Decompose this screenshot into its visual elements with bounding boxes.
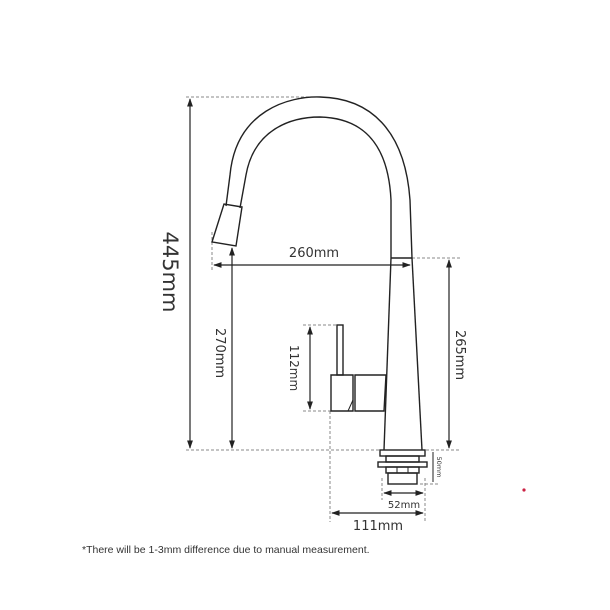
label-260mm: 260mm: [289, 246, 339, 261]
dimension-50mm: 50mm: [432, 452, 443, 482]
label-445mm: 445mm: [158, 232, 182, 313]
label-50mm: 50mm: [435, 457, 443, 478]
marker-dot: [522, 488, 526, 492]
dimension-270mm: 270mm: [212, 247, 235, 449]
dimension-111mm: 111mm: [331, 510, 424, 534]
faucet-outline: [211, 96, 428, 485]
dimension-260mm: 260mm: [213, 246, 411, 268]
dimension-112mm: 112mm: [287, 326, 313, 410]
label-270mm: 270mm: [212, 328, 227, 378]
label-112mm: 112mm: [287, 345, 301, 391]
dimension-52mm: 52mm: [383, 490, 424, 511]
footnote: *There will be 1-3mm difference due to m…: [82, 544, 370, 556]
label-52mm: 52mm: [388, 500, 420, 511]
label-265mm: 265mm: [452, 330, 467, 380]
reference-lines: [186, 96, 460, 522]
dimension-445mm: 445mm: [158, 98, 193, 449]
dimension-265mm: 265mm: [446, 259, 467, 449]
label-111mm: 111mm: [353, 519, 403, 534]
